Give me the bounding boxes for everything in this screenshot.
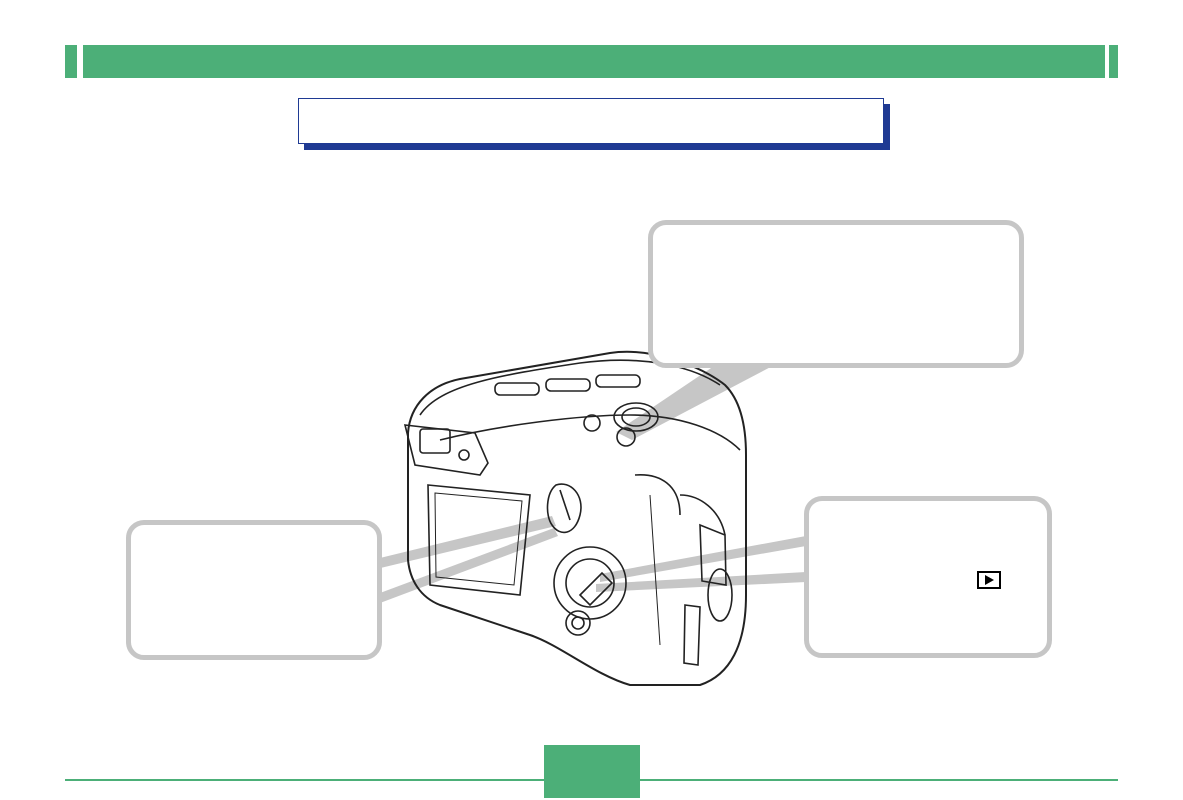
callout-mode-dial [804,496,1052,658]
play-icon [977,571,1001,589]
leader-left-2 [372,528,558,606]
leader-left-1 [372,516,556,570]
leader-right-2 [596,572,806,592]
page-number-tab [544,745,640,798]
camera-illustration [403,350,747,686]
header-bar-left-tab [65,45,77,78]
header-bar-main [83,45,1105,78]
callout-power-switch [126,520,382,660]
page-title-box [298,98,884,144]
header-bar-right-tab [1109,45,1118,78]
callout-shutter [648,220,1024,368]
header-bar [65,45,1118,78]
leader-right-1 [600,536,806,582]
